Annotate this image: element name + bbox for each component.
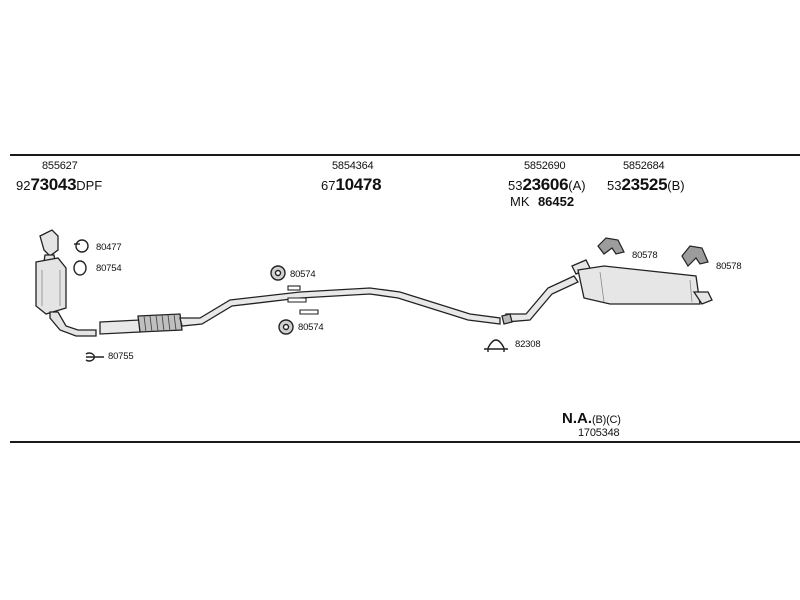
part2-prefix: 67	[321, 178, 336, 193]
part3-bold: 23606	[522, 175, 569, 194]
part1-bold: 73043	[30, 175, 77, 194]
clamp-icon	[85, 352, 104, 362]
part3-kit: MK 86452	[510, 194, 574, 210]
part4-bold: 23525	[621, 175, 668, 194]
callout-gasket: 80477	[96, 242, 122, 253]
part2-number: 6710478	[321, 175, 382, 194]
u-clamp-icon	[484, 339, 508, 352]
na-label: N.A.	[562, 410, 592, 427]
bottom-rule	[10, 441, 800, 443]
na-code: 1705348	[578, 427, 620, 439]
rubber-hanger-icon-lower	[278, 319, 294, 335]
rear-silencer	[571, 259, 713, 305]
na-suffix: (B)(C)	[592, 414, 621, 426]
part1-number: 9273043DPF	[16, 176, 102, 194]
part3-code: 5852690	[524, 160, 566, 172]
callout-ring-seal: 80754	[96, 263, 122, 274]
hanger-bracket-lower	[299, 309, 319, 315]
part3-suffix: (A)	[568, 178, 586, 193]
part4-prefix: 53	[607, 178, 622, 193]
rear-pipe	[501, 275, 579, 325]
part4-code: 5852684	[623, 160, 665, 172]
part1-code: 855627	[42, 160, 78, 172]
part1-prefix: 92	[16, 178, 31, 193]
callout-hanger-lower: 80574	[298, 322, 324, 333]
callout-mount-left: 80578	[632, 250, 658, 261]
callout-clamp: 80755	[108, 351, 134, 362]
callout-u-clamp: 82308	[515, 339, 541, 350]
callout-hanger-upper: 80574	[290, 269, 316, 280]
part1-suffix: DPF	[76, 178, 103, 193]
middle-pipe	[99, 287, 501, 335]
hanger-bracket-upper	[287, 285, 307, 303]
callout-mount-right: 80578	[716, 261, 742, 272]
part4-number: 5323525(B)	[607, 176, 685, 194]
gasket-icon	[74, 239, 89, 253]
part3-kit-number: 86452	[537, 194, 575, 209]
part4-suffix: (B)	[667, 178, 685, 193]
dpf-unit	[35, 229, 97, 337]
rubber-mount-icon-left	[597, 237, 625, 255]
na-note: N.A.(B)(C)	[562, 411, 621, 427]
rubber-mount-icon-right	[681, 245, 709, 267]
top-rule	[10, 154, 800, 156]
part2-code: 5854364	[332, 160, 374, 172]
rubber-hanger-icon-upper	[270, 265, 286, 281]
part2-bold: 10478	[335, 175, 382, 194]
part3-kit-label: MK	[510, 194, 530, 209]
ring-seal-icon	[73, 260, 87, 276]
part3-prefix: 53	[508, 178, 523, 193]
part3-number: 5323606(A)	[508, 176, 586, 194]
